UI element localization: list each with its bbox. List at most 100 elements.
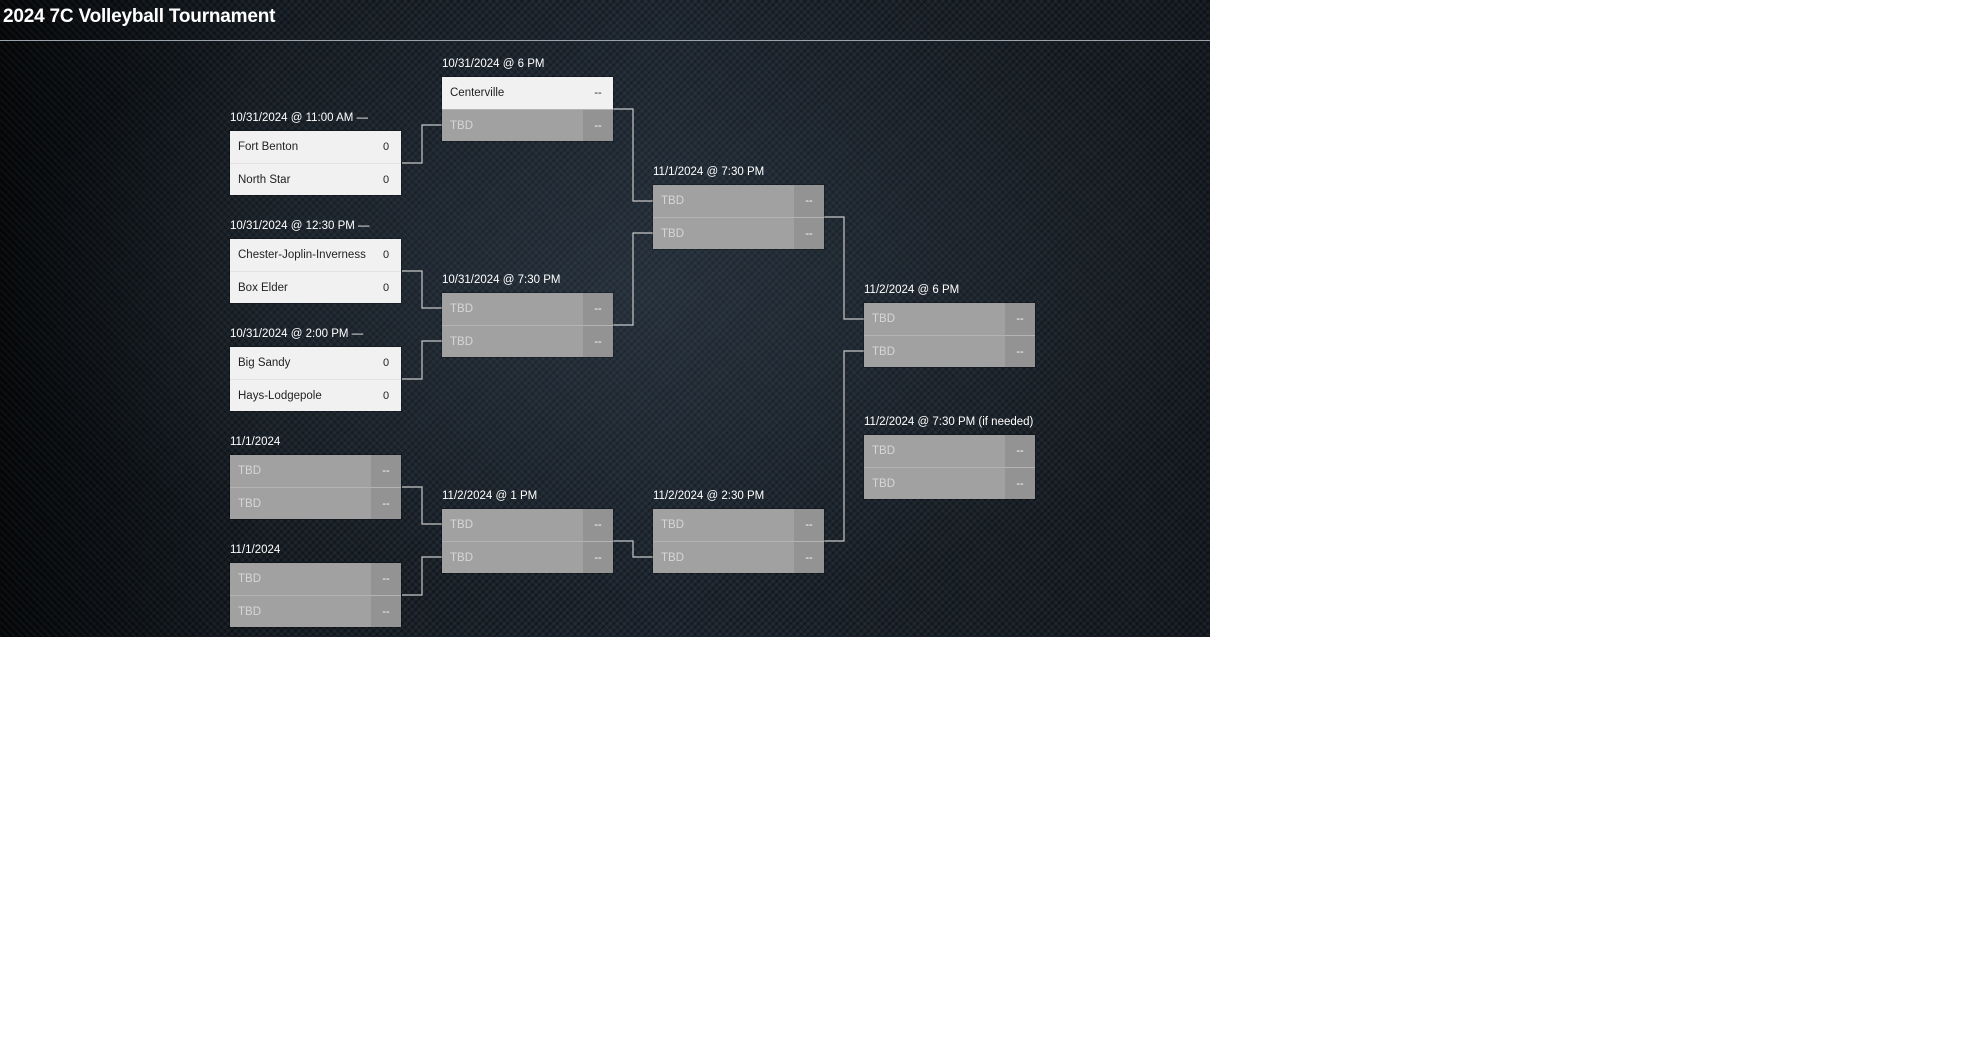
team-name: TBD — [450, 303, 473, 315]
team-name: TBD — [872, 313, 895, 325]
team-row[interactable]: TBD -- — [653, 509, 824, 541]
team-score: -- — [583, 326, 613, 357]
match-r2-1[interactable]: Centerville-- TBD -- — [442, 77, 613, 141]
connector-r1-5 — [402, 556, 442, 596]
connector-r2-2 — [613, 232, 653, 326]
match-date-label: 11/1/2024 — [230, 436, 281, 448]
match-date-label: 10/31/2024 @ 2:00 PM — — [230, 328, 364, 340]
team-name: TBD — [661, 519, 684, 531]
team-name: Chester-Joplin-Inverness — [238, 249, 366, 261]
team-row[interactable]: TBD -- — [864, 303, 1035, 335]
team-score: -- — [583, 509, 613, 541]
team-score: -- — [583, 293, 613, 325]
bracket-board: 2024 7C Volleyball Tournament 10/31/2024… — [0, 0, 1210, 637]
team-row[interactable]: Centerville-- — [442, 77, 613, 109]
team-score: -- — [1005, 468, 1035, 499]
match-r1-4[interactable]: TBD-- TBD-- — [230, 455, 401, 519]
team-row[interactable]: TBD -- — [864, 435, 1035, 467]
bracket-connectors — [402, 108, 864, 596]
team-name: TBD — [872, 478, 895, 490]
match-date-label: 11/2/2024 @ 6 PM — [864, 284, 960, 296]
match-championship[interactable]: TBD -- TBD -- — [864, 303, 1035, 367]
team-row[interactable]: Hays-Lodgepole 0 — [230, 379, 401, 411]
match-r1-3[interactable]: Big Sandy 0 Hays-Lodgepole 0 — [230, 347, 401, 411]
team-score: -- — [583, 110, 613, 141]
title-bar: 2024 7C Volleyball Tournament — [0, 0, 1210, 41]
team-row[interactable]: TBD -- — [864, 467, 1035, 499]
match-date-label: 10/31/2024 @ 12:30 PM — — [230, 220, 370, 232]
team-score: -- — [371, 563, 401, 595]
match-r1-5[interactable]: TBD-- TBD-- — [230, 563, 401, 627]
team-name: Hays-Lodgepole — [238, 390, 322, 402]
page-title: 2024 7C Volleyball Tournament — [3, 6, 276, 27]
connector-r3-2 — [824, 350, 864, 542]
team-score: -- — [1005, 336, 1035, 367]
match-r2-3[interactable]: TBD -- TBD -- — [442, 509, 613, 573]
team-score: 0 — [382, 390, 390, 402]
team-score: -- — [794, 542, 824, 573]
team-row[interactable]: TBD -- — [230, 563, 401, 595]
team-name: TBD — [238, 573, 261, 585]
connector-r2-1 — [613, 108, 653, 202]
team-row[interactable]: TBD -- — [653, 185, 824, 217]
team-name: TBD — [450, 519, 473, 531]
match-date-label: 10/31/2024 @ 7:30 PM — [442, 274, 561, 286]
team-name: TBD — [238, 498, 261, 510]
team-score: -- — [1005, 435, 1035, 467]
team-row[interactable]: TBD -- — [653, 541, 824, 573]
team-row[interactable]: TBD -- — [864, 335, 1035, 367]
team-name: TBD — [450, 336, 473, 348]
connector-r3-1 — [824, 216, 864, 320]
team-score: -- — [371, 488, 401, 519]
team-score: 0 — [382, 282, 390, 294]
team-score: -- — [583, 542, 613, 573]
team-row[interactable]: TBD-- — [230, 455, 401, 487]
team-row[interactable]: Box Elder 0 — [230, 271, 401, 303]
team-name: TBD — [661, 195, 684, 207]
team-name: TBD — [661, 552, 684, 564]
team-row[interactable]: TBD -- — [442, 109, 613, 141]
team-row[interactable]: TBD-- — [230, 595, 401, 627]
team-name: TBD — [450, 120, 473, 132]
match-r3-2[interactable]: TBD -- TBD -- — [653, 509, 824, 573]
team-name: TBD — [238, 606, 261, 618]
team-row[interactable]: TBD -- — [442, 541, 613, 573]
team-score: -- — [794, 218, 824, 249]
team-row[interactable]: Big Sandy 0 — [230, 347, 401, 379]
connector-r1-1 — [402, 124, 442, 164]
team-row[interactable]: TBD -- — [230, 487, 401, 519]
team-score: -- — [583, 77, 613, 109]
team-score: -- — [794, 185, 824, 217]
team-score: -- — [794, 509, 824, 541]
team-score: 0 — [382, 141, 390, 153]
team-name: TBD — [450, 552, 473, 564]
team-name: TBD — [238, 465, 261, 477]
match-date-label: 11/2/2024 @ 7:30 PM (if needed) — [864, 416, 1034, 428]
team-row[interactable]: TBD -- — [442, 293, 613, 325]
team-name: TBD — [872, 346, 895, 358]
connector-r2-3 — [613, 540, 653, 558]
team-row[interactable]: TBD-- — [653, 217, 824, 249]
team-score: 0 — [382, 357, 390, 369]
match-date-label: 11/1/2024 — [230, 544, 281, 556]
connector-r1-2 — [402, 270, 442, 309]
match-r2-2[interactable]: TBD -- TBD -- — [442, 293, 613, 357]
team-name: Big Sandy — [238, 357, 291, 369]
team-name: Centerville — [442, 77, 583, 109]
match-r3-1[interactable]: TBD-- TBD-- — [653, 185, 824, 249]
match-if-needed[interactable]: TBD -- TBD -- — [864, 435, 1035, 499]
team-name: Box Elder — [238, 282, 288, 294]
team-name: TBD — [872, 445, 895, 457]
match-date-label: 10/31/2024 @ 11:00 AM — — [230, 112, 369, 124]
match-date-label: 11/1/2024 @ 7:30 PM — [653, 166, 765, 178]
team-score: 0 — [382, 174, 390, 186]
connector-r1-4 — [402, 486, 442, 525]
team-row[interactable]: TBD -- — [442, 509, 613, 541]
team-row[interactable]: TBD -- — [442, 325, 613, 357]
team-score: -- — [1005, 303, 1035, 335]
